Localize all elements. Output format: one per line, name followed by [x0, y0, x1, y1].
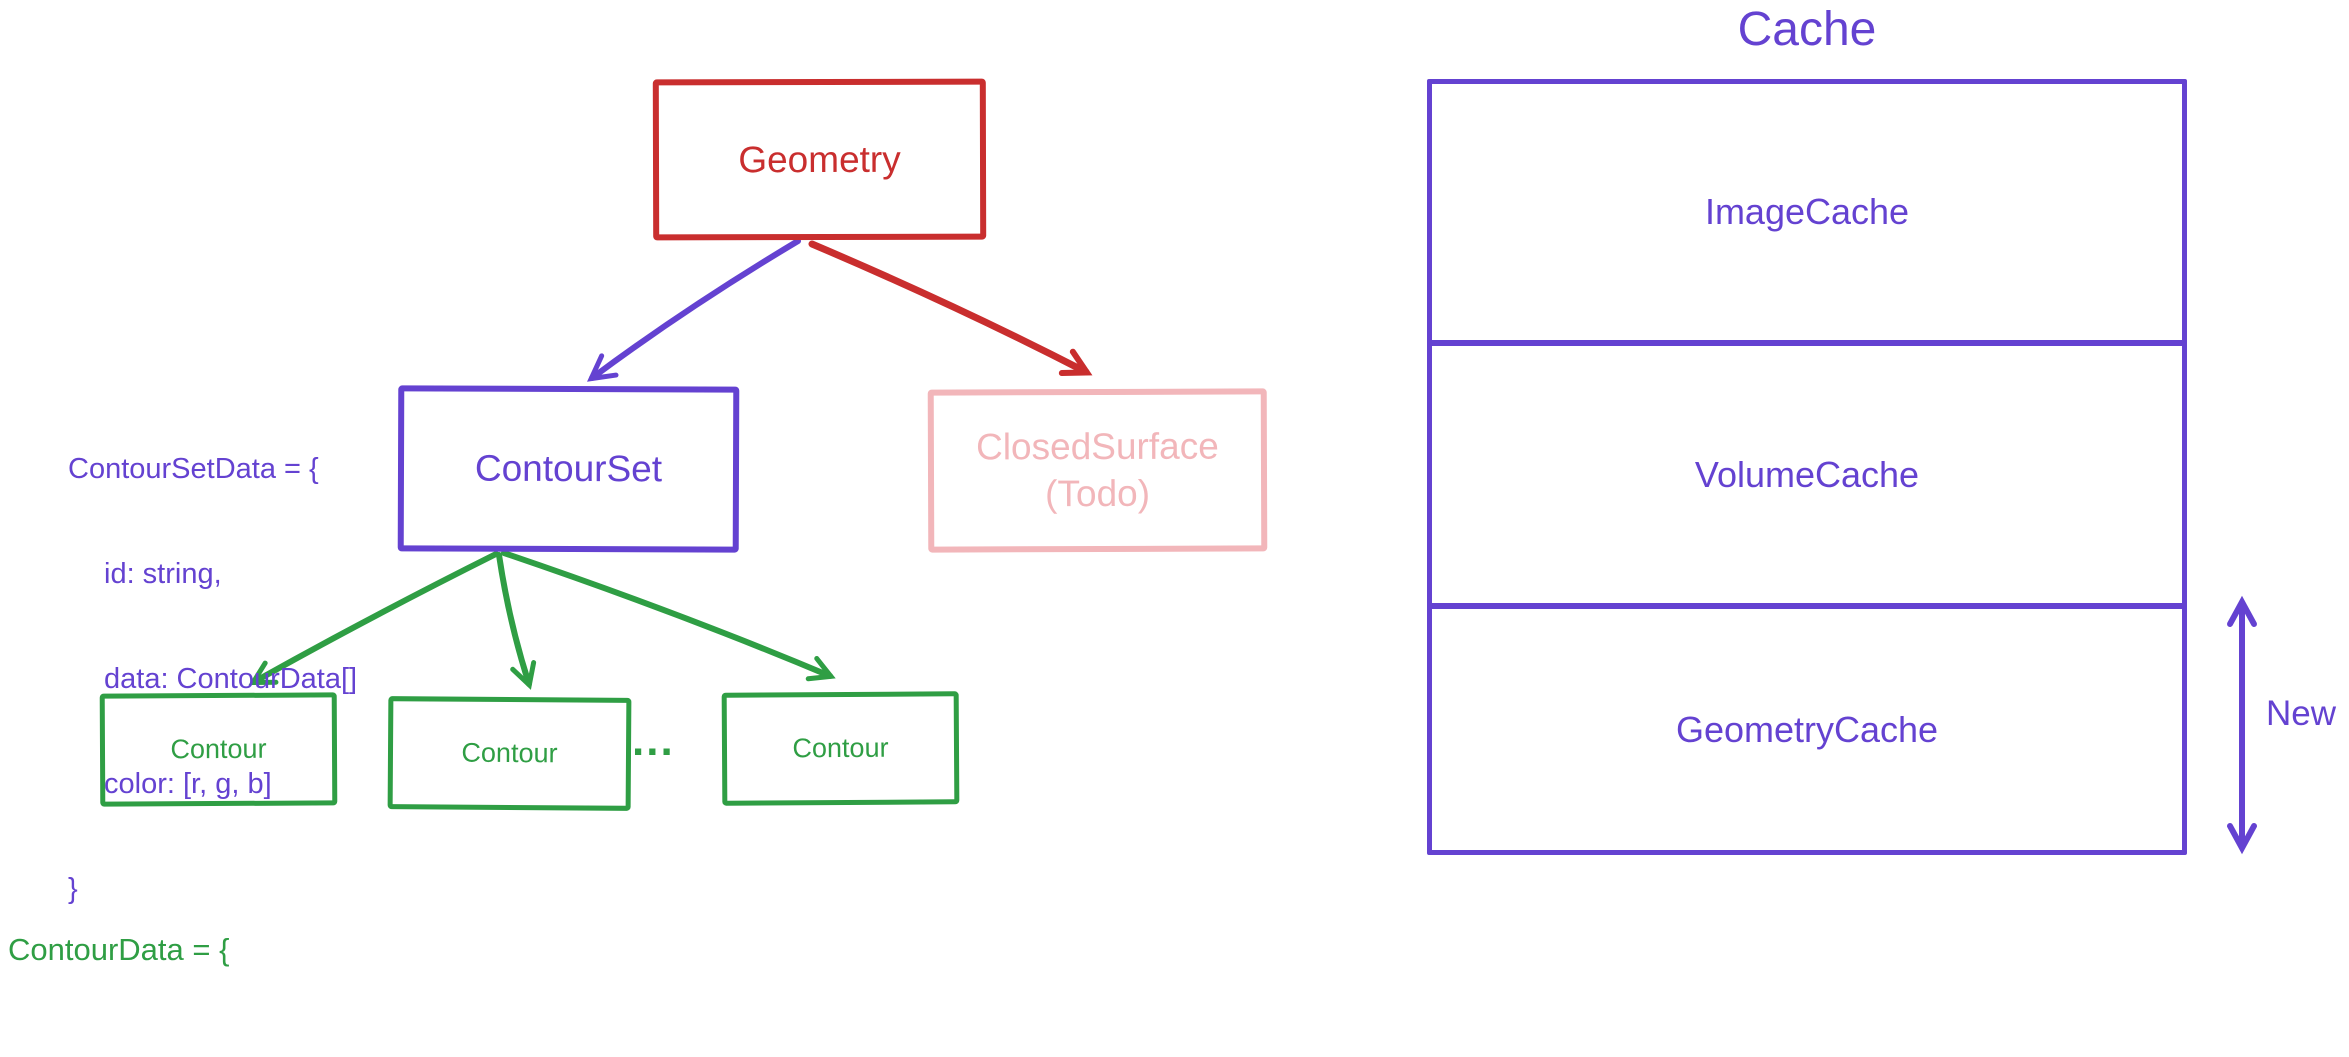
arrow-contourset-to-contour-3 [501, 550, 836, 682]
code-line: id: string, [104, 558, 222, 590]
code-line: data: ContourData[] [104, 663, 358, 695]
closedsurface-label-line2: (Todo) [1045, 472, 1151, 514]
arrow-geometry-to-contourset [587, 238, 801, 382]
arrow-contourset-to-contour-2 [496, 552, 537, 690]
geometry-label: Geometry [738, 138, 901, 180]
cache-section-imagecache: ImageCache [1432, 84, 2182, 340]
closedsurface-node: ClosedSurface (Todo) [927, 388, 1268, 553]
code-line: points: Point3[ ], [8, 1050, 361, 1057]
contourset-label: ContourSet [474, 447, 663, 490]
cache-section-geometrycache: GeometryCache [1432, 603, 2182, 850]
cache-container: ImageCache VolumeCache GeometryCache [1427, 79, 2187, 855]
contourdata-annotation: ContourData = { points: Point3[ ], type:… [8, 850, 361, 1057]
new-label: New [2266, 694, 2337, 733]
closedsurface-label-line1: ClosedSurface [976, 425, 1219, 468]
imagecache-label: ImageCache [1704, 191, 1910, 232]
geometrycache-label: GeometryCache [1675, 708, 1939, 750]
cache-section-volumecache: VolumeCache [1432, 340, 2182, 603]
volumecache-label: VolumeCache [1694, 453, 1920, 495]
contoursetdata-annotation: ContourSetData = { id: string, data: Con… [68, 382, 357, 977]
code-line: color: [r, g, b] [104, 768, 272, 800]
ellipsis-label: ... [632, 716, 675, 765]
code-line: } [68, 873, 78, 905]
contour-label: Contour [792, 732, 889, 764]
geometry-node: Geometry [652, 78, 987, 241]
code-line: ContourSetData = { [68, 453, 319, 485]
code-line: ContourData = { [8, 932, 230, 967]
contour-node-2: Contour [387, 696, 632, 811]
arrow-geometry-to-closedsurface [808, 240, 1093, 377]
contour-node-3: Contour [721, 691, 960, 806]
cache-title: Cache [1737, 3, 1877, 56]
contourset-node: ContourSet [397, 385, 740, 553]
closedsurface-label: ClosedSurface (Todo) [976, 424, 1219, 517]
contour-label: Contour [461, 737, 558, 769]
